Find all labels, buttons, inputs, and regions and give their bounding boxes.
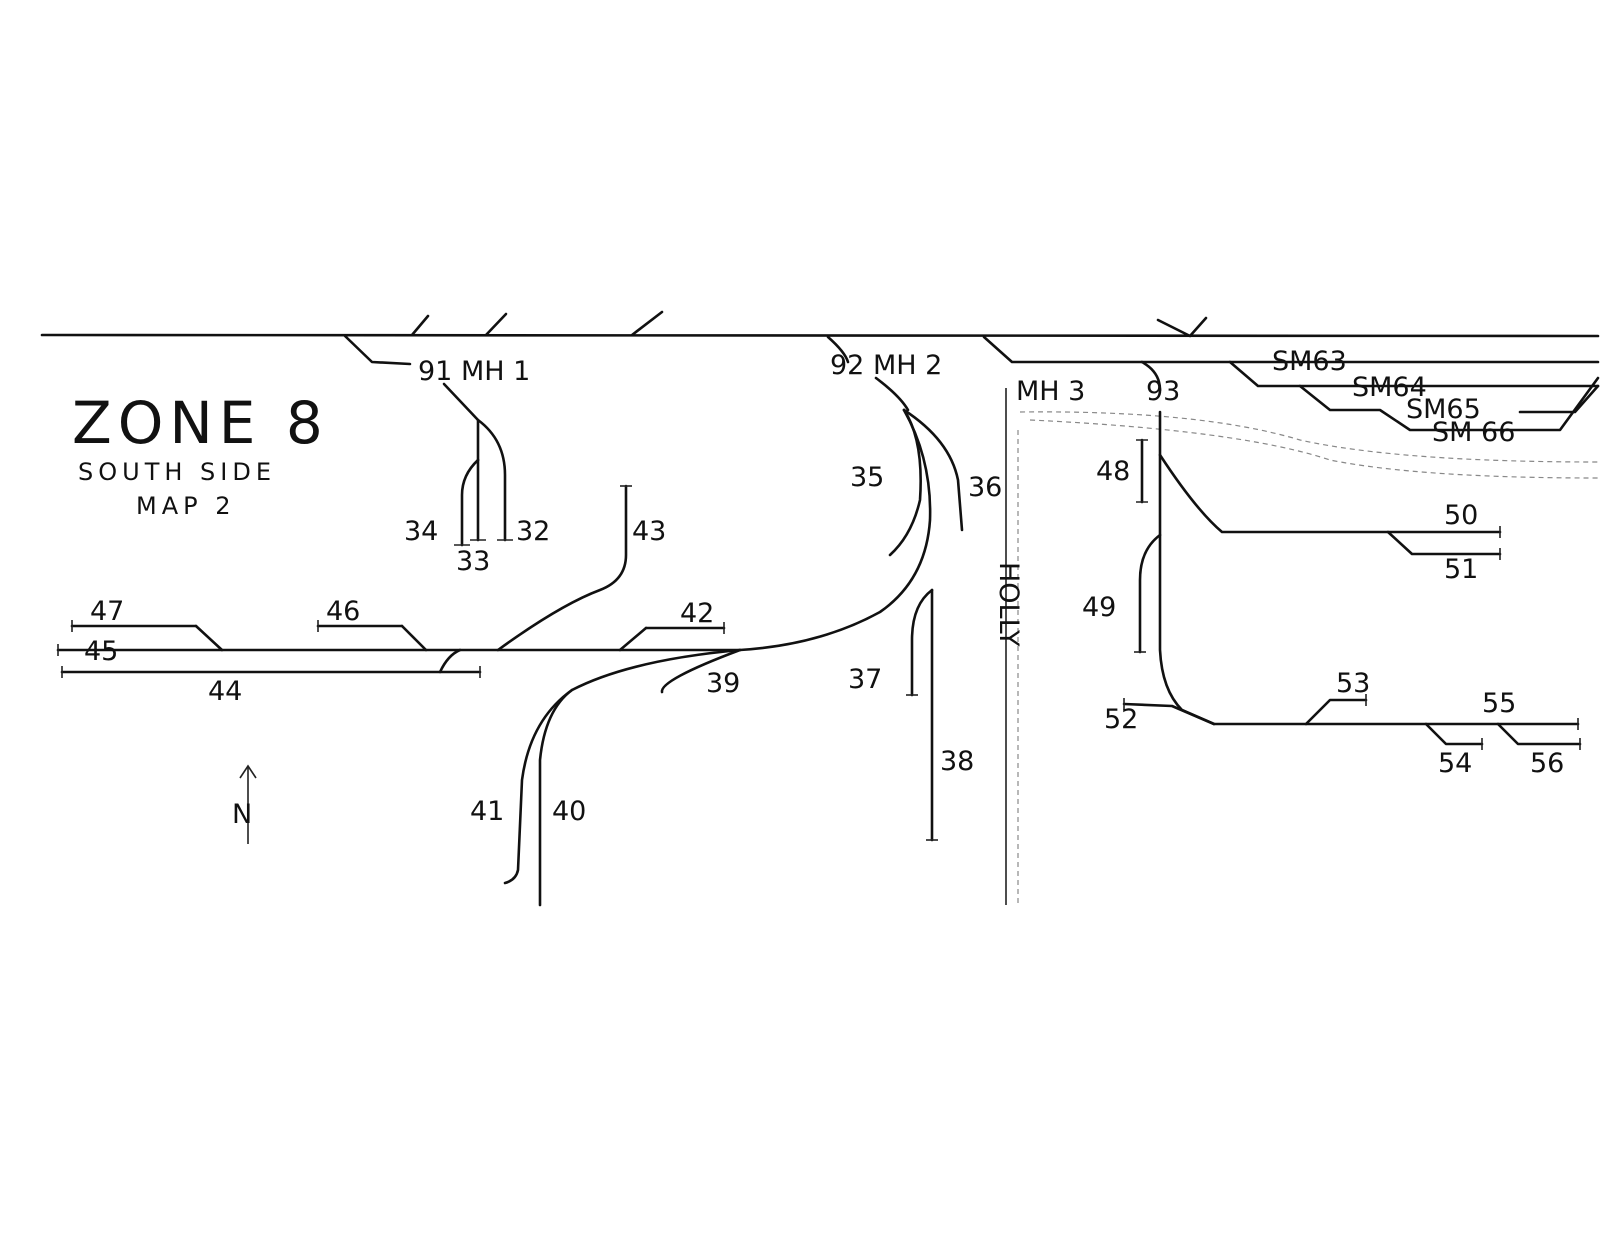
- segment-label-41: 41: [470, 796, 504, 827]
- segment-label-50: 50: [1444, 500, 1478, 531]
- mh1-branch: [343, 334, 513, 547]
- segment-label-55: 55: [1482, 688, 1516, 719]
- map-subtitle: SOUTH SIDE: [78, 458, 276, 486]
- manhole-label-2: 92 MH 2: [830, 350, 942, 381]
- segment-label-34: 34: [404, 516, 438, 547]
- main-trunk-line: [40, 310, 1600, 338]
- storm-main-label-63: SM63: [1272, 346, 1347, 377]
- segment-label-36: 36: [968, 472, 1002, 503]
- street-label-holly: HOLLY: [993, 562, 1024, 647]
- segment-label-33: 33: [456, 546, 490, 577]
- segment-label-53: 53: [1336, 668, 1370, 699]
- segment-label-43: 43: [632, 516, 666, 547]
- storm-main-label-65: SM65: [1406, 394, 1481, 425]
- manhole-label-3: MH 3: [1016, 376, 1085, 407]
- segment-label-45: 45: [84, 636, 118, 667]
- segment-label-39: 39: [706, 668, 740, 699]
- segment-label-38: 38: [940, 746, 974, 777]
- manhole-label-93: 93: [1146, 376, 1180, 407]
- segment-label-56: 56: [1530, 748, 1564, 779]
- segment-label-54: 54: [1438, 748, 1472, 779]
- map-title: ZONE 8: [72, 389, 329, 457]
- segment-label-37: 37: [848, 664, 882, 695]
- segment-label-32: 32: [516, 516, 550, 547]
- storm-main-lines: [982, 335, 1600, 479]
- storm-main-label-66: SM 66: [1432, 417, 1515, 448]
- north-arrow-icon: [239, 764, 257, 844]
- manhole-label-1: 91 MH 1: [418, 356, 530, 387]
- segment-label-48: 48: [1096, 456, 1130, 487]
- mh2-branch: [503, 335, 964, 907]
- holly-street: [1005, 388, 1019, 905]
- storm-main-label-64: SM64: [1352, 372, 1427, 403]
- segment-label-51: 51: [1444, 554, 1478, 585]
- segment-label-49: 49: [1082, 592, 1116, 623]
- segment-label-47: 47: [90, 596, 124, 627]
- segment-label-42: 42: [680, 598, 714, 629]
- branch-93-lines: [1122, 360, 1582, 750]
- segment-label-40: 40: [552, 796, 586, 827]
- map-number-label: MAP 2: [136, 492, 236, 520]
- segment-label-52: 52: [1104, 704, 1138, 735]
- north-label: N: [232, 799, 252, 830]
- segment-label-46: 46: [326, 596, 360, 627]
- segment-label-44: 44: [208, 676, 242, 707]
- west-branch-lines: [56, 484, 742, 678]
- segment-label-35: 35: [850, 462, 884, 493]
